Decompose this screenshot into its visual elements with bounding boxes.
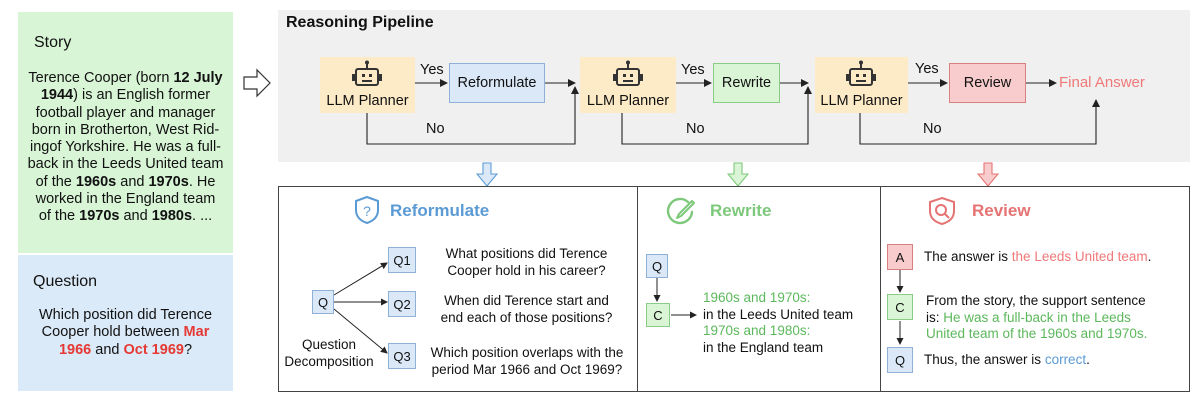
story-line: Terence Cooper (born 12 July bbox=[28, 70, 223, 86]
story-line: ingof Yorkshire. He was a full- bbox=[29, 139, 221, 156]
rewrite-title: Rewrite bbox=[710, 201, 772, 220]
story-line: back in the Leeds United team bbox=[27, 156, 224, 173]
sub-question-2: When did Terence start and end each of t… bbox=[440, 293, 613, 325]
q-node: Q bbox=[646, 254, 668, 278]
q-node: Q bbox=[312, 290, 334, 314]
planner-label: LLM Planner bbox=[326, 93, 409, 109]
q1-node: Q1 bbox=[388, 247, 416, 273]
reformulate-panel: ? Reformulate Q Q1 Q2 Q3 What positions … bbox=[278, 186, 638, 392]
yes-label-2: Yes bbox=[681, 62, 705, 78]
pipeline-connectors bbox=[366, 79, 1100, 145]
final-answer-label: Final Answer bbox=[1059, 74, 1145, 91]
rewrite-box: Rewrite bbox=[713, 63, 780, 103]
rewrite-context-line: in the England team bbox=[703, 339, 824, 355]
reformulate-title: Reformulate bbox=[390, 201, 490, 220]
sub-question-3: Which position overlaps with the period … bbox=[430, 345, 624, 377]
story-to-pipeline-arrow bbox=[243, 68, 271, 98]
yes-label-1: Yes bbox=[420, 62, 444, 78]
svg-text:?: ? bbox=[363, 203, 371, 219]
question-line: Which position did Terence bbox=[38, 307, 213, 323]
question-line: 1966 and Oct 1969? bbox=[58, 341, 193, 358]
story-line: of the 1970s and 1980s. ... bbox=[38, 208, 213, 225]
story-line: 1944) is an English former bbox=[40, 87, 211, 104]
story-header: Story bbox=[34, 34, 72, 51]
q3-node: Q3 bbox=[388, 343, 416, 369]
no-label-1: No bbox=[426, 121, 445, 137]
story-line: of the 1960s and 1970s. He bbox=[35, 173, 216, 190]
question-header: Question bbox=[33, 273, 98, 290]
story-line: born in Brotherton, West Rid- bbox=[31, 121, 220, 138]
c-node: C bbox=[887, 294, 913, 320]
support-sentence: From the story, the support sentence is:… bbox=[926, 293, 1148, 341]
llm-planner-3: LLM Planner bbox=[815, 57, 908, 113]
no-label-2: No bbox=[686, 121, 705, 137]
review-panel: Review A C Q The answer is the Leeds Uni… bbox=[880, 186, 1190, 392]
rewrite-context: 1960s and 1970s:in the Leeds United team… bbox=[703, 290, 883, 356]
q-node: Q bbox=[887, 347, 913, 373]
planner-label: LLM Planner bbox=[820, 93, 903, 109]
rewrite-context-line: in the Leeds United team bbox=[703, 306, 854, 322]
no-label-3: No bbox=[923, 121, 942, 137]
sub-question-1: What positions did Terence Cooper hold i… bbox=[445, 246, 608, 278]
rewrite-edges bbox=[653, 278, 697, 319]
decomposition-label: Question Decomposition bbox=[284, 337, 374, 369]
story-line: football player and manager bbox=[35, 104, 216, 121]
rewrite-edit-icon bbox=[666, 197, 695, 225]
robot-icon bbox=[846, 60, 876, 86]
question-line: Cooper hold between Mar bbox=[41, 324, 210, 341]
down-arrow-rewrite bbox=[727, 162, 749, 187]
pipeline-title: Reasoning Pipeline bbox=[286, 14, 434, 31]
reformulate-box: Reformulate bbox=[449, 63, 545, 103]
robot-icon bbox=[352, 60, 382, 86]
rewrite-context-line: 1960s and 1970s: bbox=[703, 290, 811, 305]
story-line: worked in the England team bbox=[35, 191, 216, 208]
q2-node: Q2 bbox=[388, 291, 416, 317]
review-shield-icon bbox=[929, 196, 955, 226]
rewrite-panel: Rewrite Q C 1960s and 1970s:in the Leeds… bbox=[637, 186, 881, 392]
decomposition-edges bbox=[333, 262, 388, 354]
review-box: Review bbox=[949, 63, 1026, 103]
answer-line: The answer is the Leeds United team. bbox=[924, 249, 1152, 264]
review-edges bbox=[896, 269, 904, 345]
c-node: C bbox=[646, 303, 670, 327]
down-arrow-review bbox=[977, 162, 999, 187]
question-shield-icon: ? bbox=[355, 195, 379, 225]
rewrite-context-line: 1970s and 1980s: bbox=[703, 323, 811, 338]
review-title: Review bbox=[972, 201, 1031, 220]
down-arrow-reformulate bbox=[476, 162, 498, 187]
a-node: A bbox=[887, 244, 913, 270]
llm-planner-2: LLM Planner bbox=[580, 57, 676, 113]
verdict-line: Thus, the answer is correct. bbox=[924, 352, 1090, 367]
robot-icon bbox=[613, 60, 643, 86]
llm-planner-1: LLM Planner bbox=[320, 57, 415, 113]
yes-label-3: Yes bbox=[915, 61, 939, 77]
planner-label: LLM Planner bbox=[586, 93, 670, 109]
